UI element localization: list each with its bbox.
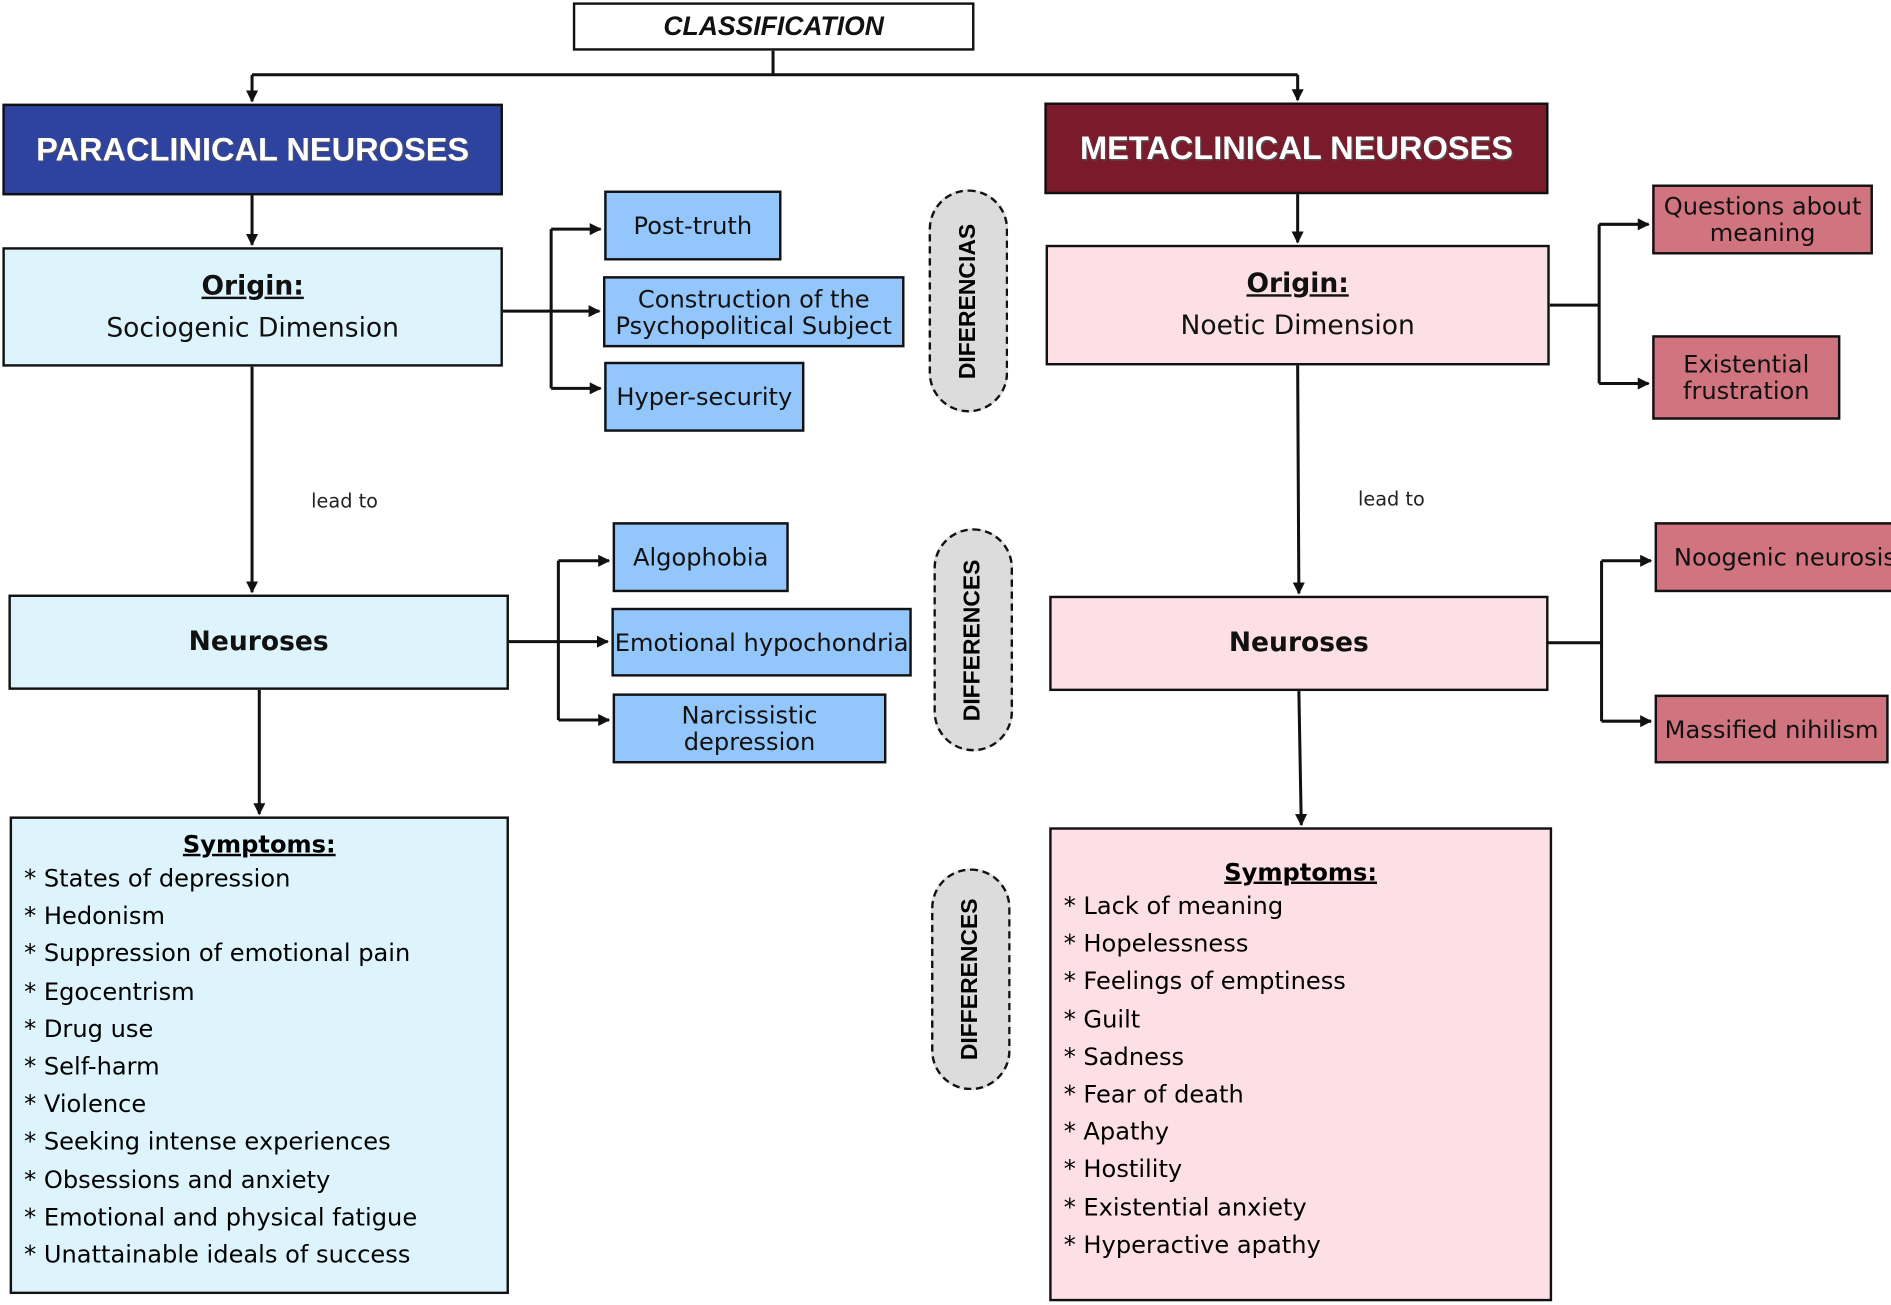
- symptom-item: * Apathy: [1063, 1117, 1170, 1146]
- symptom-item: * States of depression: [24, 863, 291, 893]
- differences-pill-2: DIFFERENCES: [933, 528, 1014, 752]
- origin-label: Origin:: [1246, 268, 1349, 300]
- differences-pill-3: DIFFERENCES: [931, 868, 1011, 1091]
- branch-text: Construction of the Psychopolitical Subj…: [615, 284, 892, 340]
- symptom-item: * Egocentrism: [24, 976, 195, 1006]
- symptom-item: * Violence: [24, 1089, 147, 1119]
- branch-algophobia: Algophobia: [612, 522, 789, 593]
- symptom-item: * Hedonism: [24, 901, 165, 931]
- origin-left: Origin: Sociogenic Dimension: [2, 247, 503, 367]
- header-text: PARACLINICAL NEUROSES: [36, 130, 470, 168]
- symptom-item: * Obsessions and anxiety: [24, 1164, 331, 1194]
- symptom-item: * Unattainable ideals of success: [24, 1239, 411, 1269]
- paraclinical-header: PARACLINICAL NEUROSES: [2, 103, 503, 196]
- branch-emotional-hypochondria: Emotional hypochondria: [611, 607, 912, 677]
- branch-narcissistic-depression: Narcissistic depression: [612, 693, 887, 764]
- symptom-item: * Hyperactive apathy: [1063, 1229, 1321, 1259]
- classification-title: CLASSIFICATION: [572, 2, 975, 51]
- symptom-item: * Seeking intense experiences: [24, 1126, 391, 1156]
- symptoms-list: * Lack of meaning * Hopelessness * Feeling…: [1064, 888, 1538, 1264]
- neuroses-left: Neuroses: [8, 594, 509, 690]
- symptom-item: * Drug use: [24, 1014, 154, 1043]
- branch-text: Emotional hypochondria: [614, 627, 909, 657]
- branch-post-truth: Post-truth: [604, 190, 782, 261]
- branch-text: Algophobia: [632, 542, 769, 572]
- lead-to-left: lead to: [311, 489, 378, 513]
- branch-hyper-security: Hyper-security: [604, 361, 805, 432]
- origin-value: Noetic Dimension: [1180, 311, 1415, 342]
- neuroses-text: Neuroses: [1228, 628, 1369, 659]
- origin-right: Origin: Noetic Dimension: [1045, 244, 1550, 366]
- symptoms-right: Symptoms: * Lack of meaning * Hopelessnes…: [1049, 827, 1553, 1302]
- branch-text: Massified nihilism: [1664, 714, 1879, 744]
- symptom-item: * Hostility: [1063, 1154, 1183, 1184]
- symptom-item: * Lack of meaning: [1063, 891, 1284, 921]
- branch-text: Existential frustration: [1682, 349, 1810, 406]
- header-text: METACLINICAL NEUROSES: [1079, 129, 1513, 166]
- symptom-item: * Guilt: [1063, 1004, 1141, 1034]
- pill-text: DIFFERENCES: [957, 898, 983, 1061]
- branch-psychopolitical-subject: Construction of the Psychopolitical Subj…: [603, 276, 905, 348]
- title-text: CLASSIFICATION: [663, 10, 884, 42]
- neuroses-right: Neuroses: [1049, 595, 1549, 692]
- branch-existential-frustration: Existential frustration: [1652, 335, 1841, 420]
- symptom-item: * Emotional and physical fatigue: [24, 1202, 418, 1232]
- symptoms-title: Symptoms:: [1224, 857, 1378, 887]
- symptom-item: * Suppression of emotional pain: [24, 938, 411, 968]
- origin-label: Origin:: [201, 270, 304, 301]
- neuroses-text: Neuroses: [188, 627, 329, 658]
- branch-text: Questions about meaning: [1663, 191, 1862, 248]
- symptoms-title: Symptoms:: [182, 829, 336, 859]
- branch-text: Hyper-security: [616, 382, 793, 412]
- branch-noogenic-neurosis: Noogenic neurosis: [1654, 522, 1891, 593]
- symptom-item: * Self-harm: [24, 1051, 160, 1081]
- symptom-item: * Hopelessness: [1063, 928, 1249, 958]
- branch-text: Narcissistic depression: [681, 700, 818, 757]
- lead-to-right: lead to: [1357, 487, 1425, 511]
- branch-massified-nihilism: Massified nihilism: [1654, 694, 1889, 764]
- symptoms-left: Symptoms: * States of depression * Hedoni…: [9, 816, 509, 1295]
- branch-text: Noogenic neurosis: [1673, 542, 1891, 572]
- symptoms-list: * States of depression * Hedonism * Suppre…: [24, 860, 494, 1274]
- symptom-item: * Sadness: [1063, 1041, 1185, 1071]
- symptom-item: * Feelings of emptiness: [1063, 966, 1346, 996]
- differences-pill-1: DIFERENCIAS: [928, 189, 1009, 413]
- branch-text: Post-truth: [633, 211, 753, 240]
- symptom-item: * Fear of death: [1063, 1079, 1244, 1109]
- origin-value: Sociogenic Dimension: [106, 312, 399, 344]
- pill-text: DIFERENCIAS: [955, 223, 981, 379]
- branch-questions-meaning: Questions about meaning: [1652, 184, 1873, 255]
- symptom-item: * Existential anxiety: [1063, 1192, 1307, 1222]
- metaclinical-header: METACLINICAL NEUROSES: [1044, 102, 1549, 195]
- pill-text: DIFFERENCES: [959, 558, 986, 721]
